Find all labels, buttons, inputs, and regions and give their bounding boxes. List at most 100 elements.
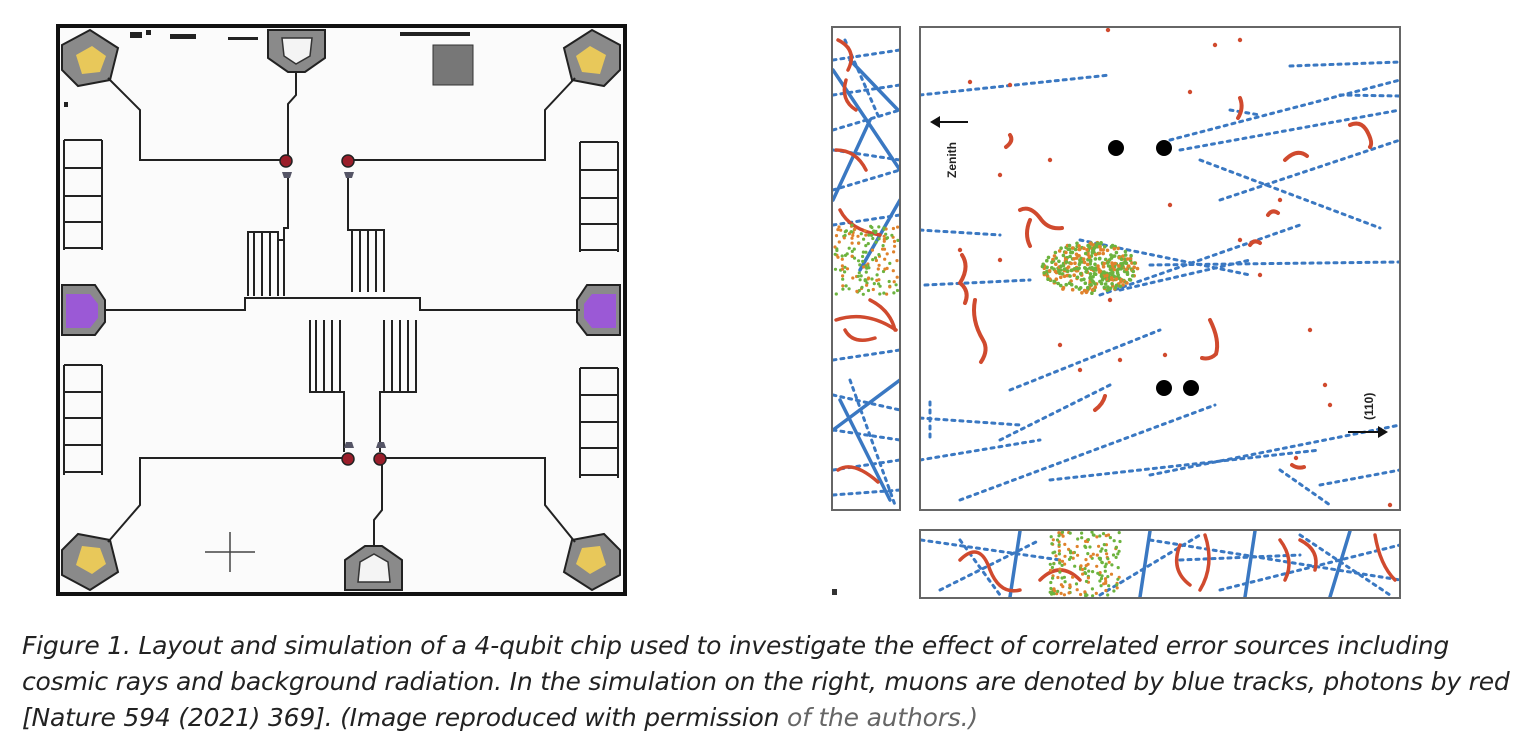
cluster-hit bbox=[1083, 567, 1087, 571]
cluster-hit bbox=[1082, 246, 1086, 251]
cluster-hit bbox=[882, 291, 886, 295]
qubit-1 bbox=[279, 154, 293, 168]
cluster-hit bbox=[1090, 279, 1095, 283]
cluster-hit bbox=[1096, 264, 1100, 268]
cluster-hit bbox=[885, 292, 889, 296]
photon-track bbox=[1298, 538, 1318, 572]
cluster-hit bbox=[1057, 543, 1061, 547]
cluster-hit bbox=[872, 282, 876, 286]
cluster-hit bbox=[1087, 255, 1092, 259]
cluster-hit bbox=[1060, 531, 1065, 534]
cluster-hit bbox=[894, 283, 898, 287]
cluster-hit bbox=[1124, 267, 1129, 272]
cluster-hit bbox=[1086, 576, 1090, 580]
muon-track bbox=[1148, 423, 1399, 477]
muon-track bbox=[833, 393, 899, 412]
cluster-hit bbox=[1051, 538, 1055, 542]
cluster-hit bbox=[1093, 257, 1098, 261]
cluster-hit bbox=[1085, 267, 1089, 272]
photon-hit bbox=[1057, 342, 1063, 348]
cluster-hit bbox=[1130, 261, 1134, 265]
cluster-hit bbox=[870, 248, 875, 252]
cluster-hit bbox=[1119, 257, 1124, 262]
cluster-hit bbox=[885, 252, 889, 256]
cluster-hit bbox=[1088, 258, 1093, 262]
cluster-hit bbox=[1098, 244, 1102, 249]
cluster-hit bbox=[1110, 563, 1114, 567]
muon-track bbox=[1178, 108, 1399, 152]
photon-track bbox=[842, 78, 858, 112]
photon-track bbox=[1093, 394, 1107, 412]
cluster-hit bbox=[887, 279, 891, 284]
cluster-hit bbox=[1053, 269, 1058, 274]
alignment-mark bbox=[205, 532, 255, 572]
cluster-hit bbox=[1108, 271, 1113, 276]
cluster-hit bbox=[1056, 281, 1060, 286]
photon-track bbox=[1278, 538, 1291, 582]
simulation-qubit-dots bbox=[1108, 140, 1199, 396]
photon-hit bbox=[1322, 382, 1328, 388]
cluster-hit bbox=[1107, 560, 1111, 564]
cluster-hit bbox=[871, 258, 875, 262]
simulation-panels bbox=[831, 26, 1401, 599]
cluster-hit bbox=[881, 247, 885, 251]
cluster-hit bbox=[1101, 251, 1105, 256]
cluster-hit bbox=[883, 267, 887, 271]
cluster-hit bbox=[1068, 531, 1072, 535]
cluster-hit bbox=[866, 242, 870, 246]
cluster-hit bbox=[877, 253, 881, 257]
cluster-hit bbox=[1085, 248, 1089, 252]
cluster-hit bbox=[861, 250, 866, 254]
cluster-hit bbox=[1099, 241, 1103, 245]
cluster-hit bbox=[1111, 553, 1116, 557]
cluster-hit bbox=[1095, 535, 1099, 539]
cluster-hit bbox=[1095, 241, 1100, 246]
cluster-hit bbox=[1046, 277, 1050, 282]
cluster-hit bbox=[1099, 576, 1104, 581]
cluster-hit bbox=[1104, 548, 1108, 553]
cluster-hit bbox=[847, 246, 851, 250]
cluster-hit bbox=[1083, 281, 1088, 286]
photon-hit bbox=[1167, 202, 1173, 208]
cluster-hit bbox=[1057, 549, 1061, 553]
cluster-hit bbox=[1111, 254, 1115, 258]
feedline bbox=[105, 297, 580, 311]
left-feedline-pad bbox=[61, 284, 106, 336]
cluster-hit bbox=[836, 255, 840, 259]
cluster-hit bbox=[852, 247, 856, 251]
photon-hit bbox=[1307, 327, 1313, 333]
cluster-hit bbox=[1102, 270, 1106, 274]
cluster-hit bbox=[892, 280, 896, 284]
cluster-hit bbox=[1063, 554, 1067, 558]
cluster-hit bbox=[1091, 570, 1095, 574]
photon-track bbox=[836, 465, 880, 484]
cluster-hit bbox=[1074, 252, 1079, 257]
cluster-hit bbox=[1126, 264, 1131, 268]
cluster-hit bbox=[1074, 285, 1078, 289]
cluster-hit bbox=[1103, 577, 1108, 581]
cluster-hit bbox=[1131, 269, 1136, 274]
cluster-hit bbox=[1057, 552, 1061, 556]
cluster-hit bbox=[1056, 589, 1060, 594]
photon-track bbox=[834, 314, 898, 332]
cluster-hit bbox=[859, 274, 863, 278]
cluster-hit bbox=[1132, 265, 1136, 270]
cluster-hit bbox=[861, 292, 865, 296]
top-center-pad bbox=[267, 29, 326, 73]
cluster-hit bbox=[857, 241, 861, 245]
cluster-hit bbox=[1125, 281, 1129, 285]
cluster-hit bbox=[1105, 288, 1109, 293]
cluster-hit bbox=[1064, 260, 1069, 264]
cluster-hit bbox=[1088, 276, 1092, 280]
zenith-indicator: Zenith bbox=[930, 116, 968, 178]
cluster-hit bbox=[1060, 272, 1065, 276]
cluster-hit bbox=[877, 237, 881, 241]
cluster-hit bbox=[1072, 267, 1077, 271]
cluster-hit bbox=[1103, 282, 1108, 286]
cluster-hit bbox=[1053, 550, 1057, 554]
muon-track bbox=[1178, 553, 1302, 562]
muon-track bbox=[998, 383, 1112, 442]
cluster-hit bbox=[1062, 593, 1066, 597]
cluster-hit bbox=[1117, 531, 1121, 535]
cluster-hit bbox=[1062, 267, 1067, 271]
